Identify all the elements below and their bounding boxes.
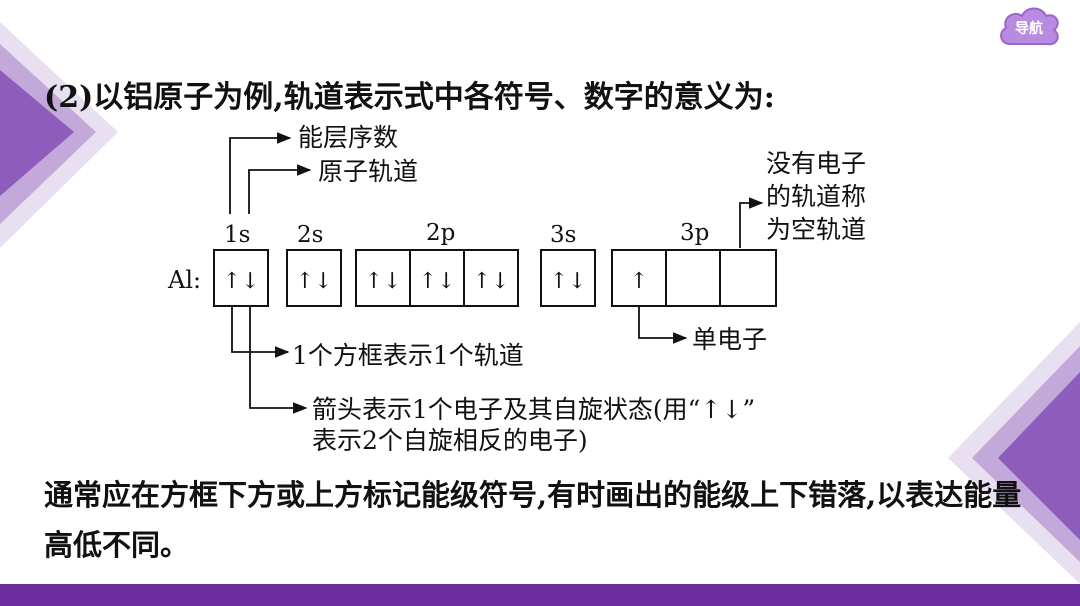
- subshell-2s: 2s ↑↓: [286, 222, 342, 307]
- callout-energy-level: 能层序数: [298, 123, 398, 152]
- electron-arrows: ↑↓: [365, 269, 402, 294]
- callout-arrow-meaning-2: 表示2个自旋相反的电子): [312, 426, 588, 455]
- callout-box-meaning: 1个方框表示1个轨道: [292, 341, 524, 370]
- subshell-1s: 1s ↑↓: [213, 222, 269, 307]
- orbital-box: [213, 249, 269, 307]
- subshell-label: 2s: [297, 222, 323, 248]
- callout-arrow-meaning-1: 箭头表示1个电子及其自旋状态(用“↑↓”: [312, 395, 755, 424]
- orbital-box: [665, 249, 721, 307]
- subshell-3p: 3p ↑: [611, 220, 777, 307]
- electron-arrows: ↑↓: [473, 269, 510, 294]
- orbital-box: [463, 249, 519, 307]
- orbital-box: [286, 249, 342, 307]
- orbital-box: [611, 249, 667, 307]
- cloud-icon: [1000, 7, 1059, 46]
- subshell-2p: 2p ↑↓ ↑↓ ↑↓: [355, 220, 519, 307]
- callout-empty-orbital-1: 没有电子: [766, 149, 866, 178]
- bottom-accent-bar: [0, 584, 1080, 606]
- element-label: Al:: [167, 266, 201, 294]
- callout-empty-orbital-3: 为空轨道: [766, 215, 866, 244]
- nav-label: 导航: [1015, 21, 1043, 37]
- callout-empty-orbital-2: 的轨道称: [766, 182, 866, 211]
- electron-arrows: ↑↓: [419, 269, 456, 294]
- subshell-label: 1s: [224, 222, 250, 248]
- orbital-diagram: 能层序数 原子轨道 没有电子 的轨道称 为空轨道 单电子 1个方框表示1个轨道 …: [167, 123, 866, 455]
- callout-atomic-orbital: 原子轨道: [318, 157, 418, 186]
- callout-lines: [229, 132, 764, 414]
- subshell-label: 2p: [426, 220, 455, 246]
- callout-single-electron: 单电子: [692, 325, 767, 354]
- subshell-label: 3s: [550, 222, 576, 248]
- electron-arrows: ↑↓: [223, 269, 260, 294]
- subshell-label: 3p: [680, 220, 709, 246]
- orbital-box: [540, 249, 596, 307]
- nav-button[interactable]: 导航: [996, 4, 1062, 52]
- electron-arrows: ↑↓: [550, 269, 587, 294]
- explanation-paragraph: 通常应在方框下方或上方标记能级符号,有时画出的能级上下错落,以表达能量高低不同。: [44, 478, 1022, 562]
- electron-arrows: ↑↓: [296, 269, 333, 294]
- orbital-box: [355, 249, 411, 307]
- page-heading: (2)以铝原子为例,轨道表示式中各符号、数字的意义为:: [44, 80, 775, 115]
- orbital-box: [409, 249, 465, 307]
- electron-arrows: ↑: [630, 269, 648, 294]
- orbital-box: [719, 249, 777, 307]
- subshell-3s: 3s ↑↓: [540, 222, 596, 307]
